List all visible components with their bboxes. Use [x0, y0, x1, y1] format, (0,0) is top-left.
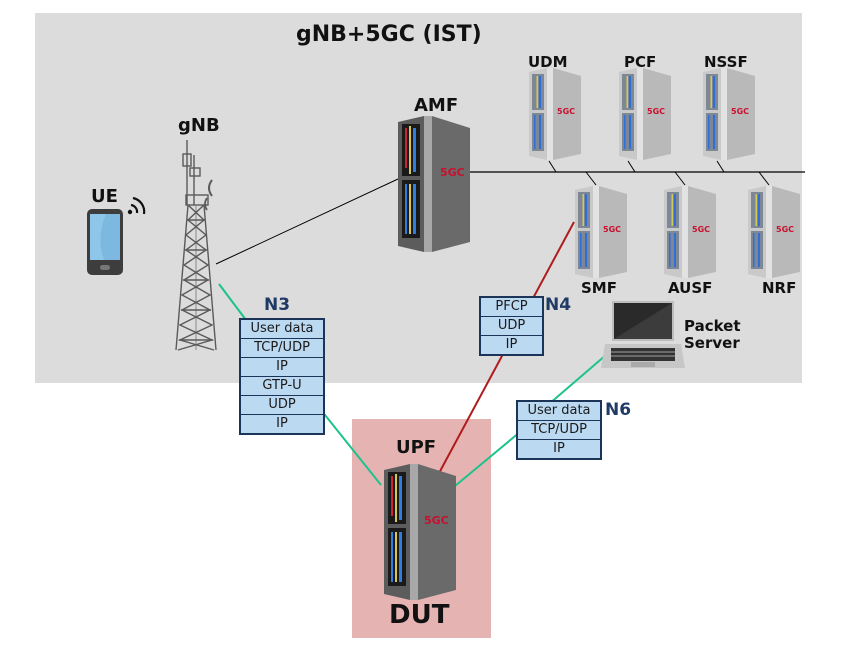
server-rack-icon: 5GC — [703, 68, 755, 160]
nssf-label: NSSF — [704, 53, 748, 71]
stack-layer: IP — [505, 337, 518, 352]
udm-badge: 5GC — [557, 107, 575, 116]
sbi-stub-smf — [585, 171, 597, 186]
n6-interface-label: N6 — [605, 400, 632, 420]
packet-server-label-line1: Packet — [684, 317, 741, 335]
smf-label: SMF — [581, 279, 617, 297]
packet-server-label-line2: Server — [684, 334, 740, 352]
upf-badge: 5GC — [424, 514, 449, 527]
server-rack-icon: 5GC — [619, 68, 671, 160]
stack-layer: IP — [241, 358, 323, 377]
stack-layer: TCP/UDP — [241, 339, 323, 358]
stack-layer: IP — [553, 441, 565, 456]
laptop-icon — [601, 301, 685, 368]
diagram-title: gNB+5GC (IST) — [296, 22, 482, 47]
pcf-label: PCF — [624, 53, 657, 71]
nssf-badge: 5GC — [731, 107, 749, 116]
server-rack-icon: 5GC — [384, 464, 456, 600]
cell-tower-icon — [175, 140, 217, 351]
server-rack-icon: 5GC — [748, 186, 800, 278]
stack-layer: IP — [276, 416, 288, 431]
stack-layer: UDP — [481, 317, 542, 336]
n3-interface-label: N3 — [264, 295, 291, 315]
server-rack-icon: 5GC — [529, 68, 581, 160]
n3-link-gnb — [218, 283, 247, 321]
n3-link-upf — [320, 409, 382, 486]
stack-layer: TCP/UDP — [518, 421, 600, 440]
upf-label: UPF — [396, 437, 437, 458]
n4-interface-label: N4 — [545, 295, 572, 315]
ausf-label: AUSF — [668, 279, 713, 297]
sbi-stub-pcf — [627, 160, 636, 173]
n6-link-upf — [454, 431, 521, 487]
pcf-badge: 5GC — [647, 107, 665, 116]
stack-layer: UDP — [241, 396, 323, 415]
amf-badge: 5GC — [440, 166, 465, 179]
n2-link-gnb-amf — [215, 178, 399, 265]
nrf-badge: 5GC — [776, 225, 794, 234]
smf-badge: 5GC — [603, 225, 621, 234]
ausf-badge: 5GC — [692, 225, 710, 234]
sbi-stub-nrf — [758, 171, 770, 186]
n6-link-server — [548, 354, 607, 405]
stack-layer: User data — [518, 402, 600, 421]
server-rack-icon: 5GC — [398, 116, 470, 252]
smartphone-icon — [87, 209, 123, 275]
stack-layer: PFCP — [481, 298, 542, 317]
wireless-signal-icon — [127, 196, 146, 215]
stack-layer: User data — [241, 320, 323, 339]
sbi-stub-udm — [548, 160, 557, 173]
server-rack-icon: 5GC — [575, 186, 627, 278]
gnb-label: gNB — [178, 115, 220, 136]
ue-label: UE — [91, 186, 118, 207]
nrf-label: NRF — [762, 279, 797, 297]
packet-server-label: Packet Server — [684, 318, 741, 352]
sbi-stub-nssf — [716, 160, 725, 173]
udm-label: UDM — [528, 53, 568, 71]
sbi-stub-ausf — [674, 171, 686, 186]
stack-layer: GTP-U — [241, 377, 323, 396]
server-rack-icon: 5GC — [664, 186, 716, 278]
dut-label: DUT — [389, 600, 450, 630]
amf-label: AMF — [414, 95, 459, 116]
